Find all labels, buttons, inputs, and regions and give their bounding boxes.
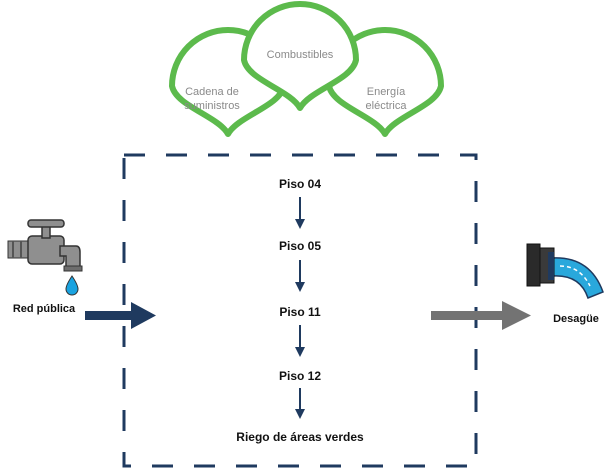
flow-arrow bbox=[295, 325, 305, 357]
output-arrow bbox=[431, 301, 531, 330]
pin-label-line-1: Cadena de bbox=[185, 86, 239, 98]
pin-label-line-2: suministros bbox=[184, 100, 240, 112]
flow-arrow bbox=[295, 197, 305, 229]
step-label: Piso 12 bbox=[279, 369, 321, 383]
input-arrow bbox=[85, 302, 156, 329]
step-label: Piso 04 bbox=[279, 177, 321, 191]
flow-arrow bbox=[295, 260, 305, 292]
pin-shape bbox=[241, 1, 359, 111]
output-label: Desagüe bbox=[553, 313, 599, 325]
step-label: Riego de áreas verdes bbox=[236, 430, 364, 444]
pin-label-line-2: eléctrica bbox=[366, 100, 408, 112]
step-label: Piso 11 bbox=[279, 305, 321, 319]
faucet-icon bbox=[7, 219, 83, 296]
pin-label-line-1: Energía bbox=[367, 86, 406, 98]
step-label: Piso 05 bbox=[279, 239, 321, 253]
pin-label-line-1: Combustibles bbox=[267, 49, 334, 61]
flow-arrow bbox=[295, 388, 305, 419]
resource-pin-fuels: Combustibles bbox=[241, 1, 359, 111]
drain-pipe-icon bbox=[526, 243, 604, 299]
system-boundary bbox=[122, 153, 478, 468]
input-label: Red pública bbox=[13, 303, 76, 315]
